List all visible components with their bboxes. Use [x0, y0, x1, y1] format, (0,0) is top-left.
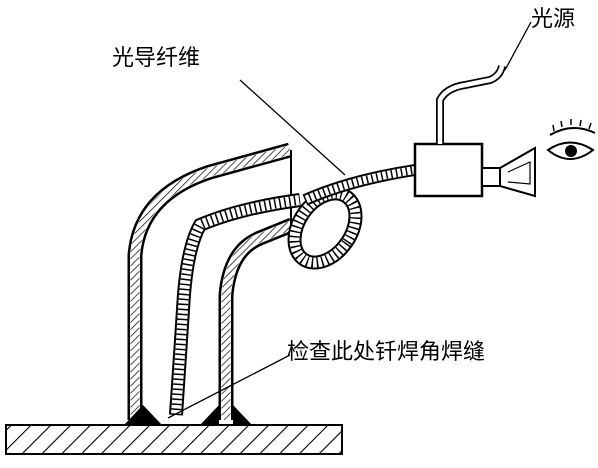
inner-tube-wall — [218, 218, 295, 420]
light-source-label: 光源 — [531, 7, 576, 32]
base-plate — [5, 424, 343, 455]
leader-inspect-weld — [167, 354, 291, 419]
fiber-inside-tube — [169, 193, 301, 416]
fiber-to-eyepiece — [302, 164, 416, 206]
fillet-weld-mid-right — [200, 405, 219, 425]
optical-fiber-label: 光导纤维 — [112, 46, 201, 71]
leader-light-source — [504, 21, 532, 71]
eye-icon — [546, 119, 596, 160]
fillet-weld-right — [233, 405, 252, 425]
leader-optical-fiber — [239, 79, 346, 176]
light-source-box — [413, 142, 484, 198]
outer-tube-wall — [127, 142, 292, 420]
inspect-weld-label: 检查此处钎焊角焊缝 — [287, 340, 486, 365]
fillet-weld-mid-left — [143, 405, 162, 425]
eyepiece — [481, 146, 536, 198]
fiber-coil — [287, 186, 363, 270]
fillet-weld-left — [124, 405, 143, 425]
